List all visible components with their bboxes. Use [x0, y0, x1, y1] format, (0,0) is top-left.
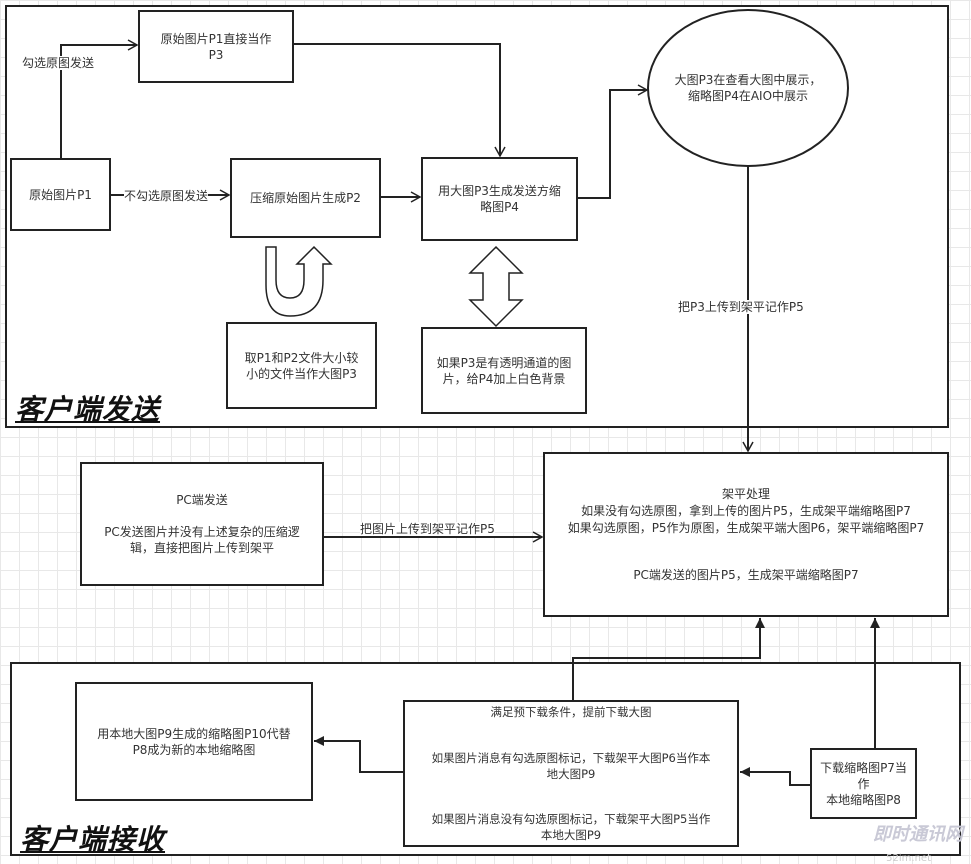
- edge-label-upload: 把P3上传到架平记作P5: [678, 300, 804, 314]
- predownload-box: 满足预下载条件，提前下载大图 如果图片消息有勾选原图标记，下载架平大图P6当作本…: [403, 700, 739, 847]
- checked-text: 如果图片消息有勾选原图标记，下载架平大图P6当作本地大图P9: [432, 750, 711, 782]
- box-title: PC端发送: [176, 493, 228, 507]
- box-text: 取P1和P2文件大小较: [244, 350, 359, 365]
- box-text: 如果图片消息有勾选原图标记，下载架平大图P6当作本: [431, 750, 711, 765]
- edge-thumb-predownload: [740, 767, 810, 786]
- download-thumb-box: 下载缩略图P7当作本地缩略图P8: [810, 748, 917, 819]
- watermark-logo: 即时通讯网: [873, 824, 963, 845]
- original-p1-box: 原始图片P1: [10, 158, 111, 231]
- double-arrow-icon: [468, 245, 524, 328]
- sender-title: 客户端发送: [15, 393, 161, 426]
- box-text: 小的文件当作大图P3: [246, 366, 357, 381]
- box-text: 下载缩略图P7当作: [820, 760, 907, 791]
- thumb-box: 用大图P3生成发送方缩略图P4: [421, 157, 578, 241]
- edge-check: [60, 39, 139, 158]
- box-text: 如果图片消息没有勾选原图标记，下载架平大图P5当作: [431, 812, 711, 826]
- box-text: PC端发送的图片P5，生成架平端缩略图P7: [633, 567, 859, 582]
- box-text: 片，给P4加上白色背景: [442, 371, 566, 386]
- display-text: 大图P3在查看大图中展示， 缩略图P4在AIO中展示: [660, 60, 836, 116]
- box-text: 本地大图P9: [540, 828, 602, 842]
- box-text: 本地缩略图P8: [826, 792, 901, 807]
- edge-thumb-display: [577, 84, 649, 199]
- box-text: 原始图片P1: [29, 187, 92, 202]
- box-text: P8成为新的本地缩略图: [132, 742, 256, 757]
- box-text: 辑，直接把图片上传到架平: [129, 541, 274, 555]
- box-title: 架平处理: [721, 486, 770, 501]
- box-text: 略图P4: [480, 200, 519, 214]
- box-text: 如果P3是有透明通道的图: [436, 355, 572, 370]
- receiver-title: 客户端接收: [20, 823, 166, 856]
- box-text: 缩略图P4在AIO中展示: [687, 89, 809, 103]
- edge-label-check: 勾选原图发送: [22, 56, 95, 70]
- server-box: 架平处理 如果没有勾选原图，拿到上传的图片P5，生成架平端缩略图P7 如果勾选原…: [543, 452, 949, 617]
- box-text: 如果勾选原图，P5作为原图，生成架平端大图P6，架平端缩略图P7: [567, 520, 925, 535]
- box-text: 满足预下载条件，提前下载大图: [490, 705, 652, 719]
- u-turn-arrow-icon: [265, 245, 333, 317]
- pc-send-box: PC端发送 PC发送图片并没有上述复杂的压缩逻 辑，直接把图片上传到架平: [80, 462, 324, 586]
- choose-smaller-box: 取P1和P2文件大小较小的文件当作大图P3: [226, 322, 377, 409]
- box-text: 大图P3在查看大图中展示，: [674, 73, 822, 87]
- watermark-url: 52im.net: [886, 853, 931, 864]
- box-text: 地大图P9: [546, 766, 596, 781]
- transparent-box: 如果P3是有透明通道的图片，给P4加上白色背景: [421, 327, 587, 414]
- edge-predownload-replace: [314, 736, 403, 773]
- edge-direct-thumb: [293, 43, 506, 158]
- box-text: 用本地大图P9生成的缩略图P10代替: [97, 726, 291, 741]
- compress-box: 压缩原始图片生成P2: [230, 158, 381, 238]
- box-text: PC发送图片并没有上述复杂的压缩逻: [104, 525, 300, 539]
- unchecked-text: 如果图片消息没有勾选原图标记，下载架平大图P5当作本地大图P9: [432, 811, 711, 843]
- box-text: 原始图片P1直接当作: [160, 31, 272, 46]
- edge-label-uncheck: 不勾选原图发送: [124, 189, 209, 203]
- display-ellipse: [647, 9, 849, 167]
- edge-label-pc-upload: 把图片上传到架平记作P5: [360, 522, 495, 536]
- box-text: 用大图P3生成发送方缩: [438, 184, 561, 198]
- edge-predownload-server: [572, 618, 765, 700]
- box-text: P3: [208, 47, 224, 62]
- box-text: 如果没有勾选原图，拿到上传的图片P5，生成架平端缩略图P7: [581, 503, 911, 518]
- box-text: 压缩原始图片生成P2: [250, 191, 361, 205]
